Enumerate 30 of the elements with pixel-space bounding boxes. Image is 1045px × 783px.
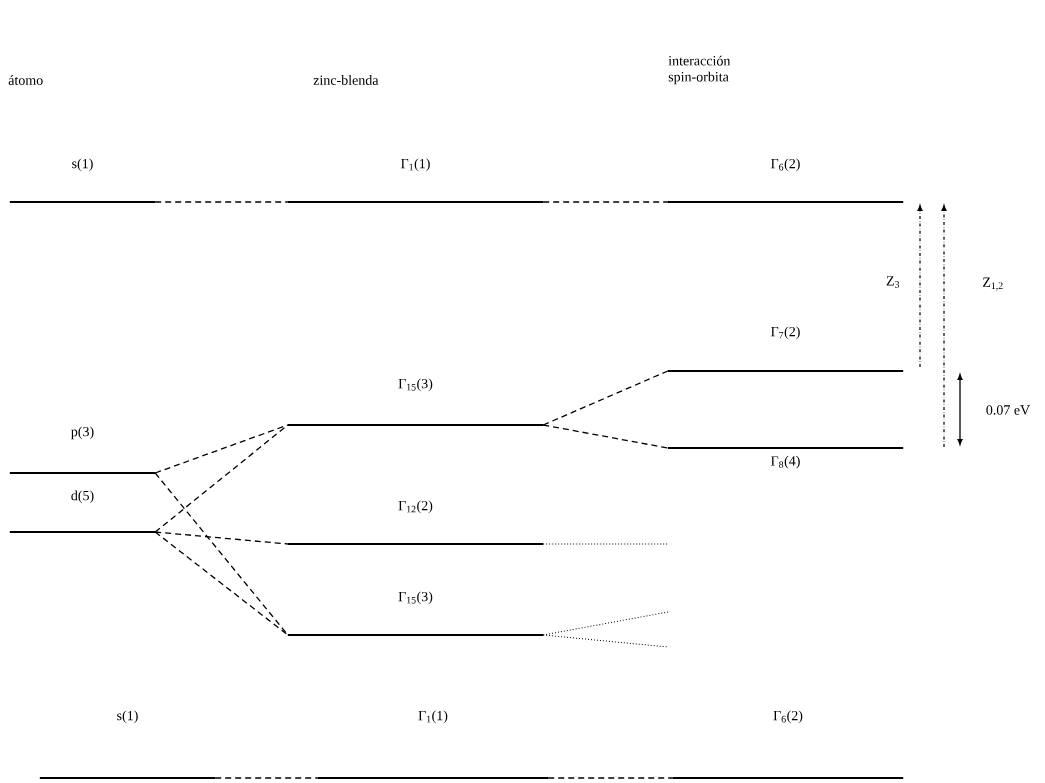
energy-level: Γ$_{15}$(3) [286, 591, 545, 636]
column-heading: átomo [8, 75, 43, 85]
energy-level: Γ$_{1}$(1) [316, 710, 550, 779]
energy-level: Γ$_{6}$(2) [666, 158, 905, 203]
connector-line [542, 543, 669, 545]
energy-level: Γ$_{7}$(2) [666, 326, 905, 372]
energy-level: Γ$_{8}$(4) [666, 447, 905, 469]
connector-line [214, 777, 319, 779]
column-heading: interacción spin-orbita [668, 55, 731, 85]
energy-level: s(1) [8, 158, 157, 203]
energy-level: Γ$_{1}$(1) [286, 158, 545, 203]
connector-line [154, 531, 289, 545]
energy-level: Γ$_{15}$(3) [286, 378, 545, 426]
energy-level: d(5) [8, 490, 157, 533]
connector-line [154, 531, 289, 636]
energy-level: s(1) [38, 710, 217, 779]
connector-line [542, 634, 669, 648]
dimension-label: 0.07 eV [986, 405, 1030, 415]
energy-level: p(3) [8, 426, 157, 474]
connector-line [154, 424, 289, 474]
connector-line [542, 424, 669, 449]
connector-line [154, 201, 289, 203]
connector-line [542, 370, 669, 426]
energy-gap-label: Z$_{3}$ [886, 276, 900, 288]
energy-gap-label: Z$_{1,2}$ [983, 277, 1003, 291]
energy-level: Γ$_{6}$(2) [671, 710, 905, 779]
connector-line [547, 777, 674, 779]
connector-line [542, 201, 669, 203]
energy-level: Γ$_{12}$(2) [286, 500, 545, 545]
column-heading: zinc-blenda [313, 75, 379, 85]
